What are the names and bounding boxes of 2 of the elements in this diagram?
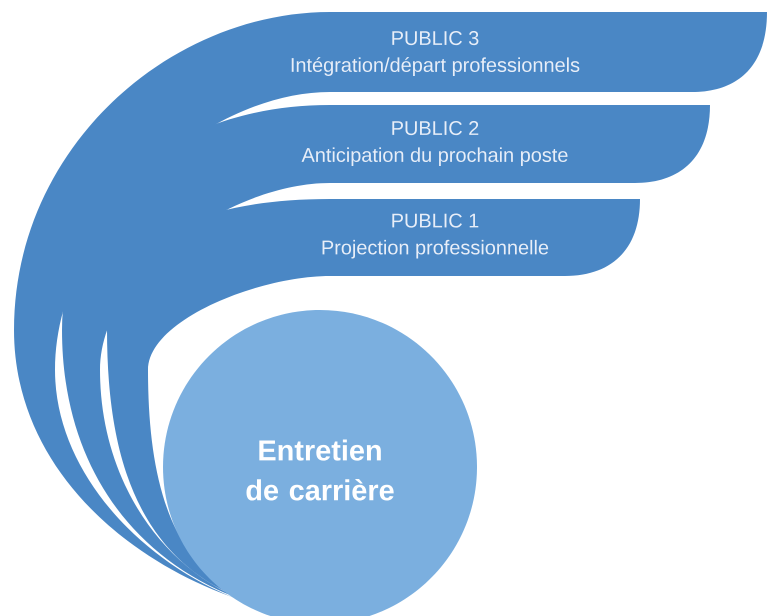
node-label: PUBLIC 1 [392,214,478,228]
node-label: Projection professionnelle [322,240,548,258]
